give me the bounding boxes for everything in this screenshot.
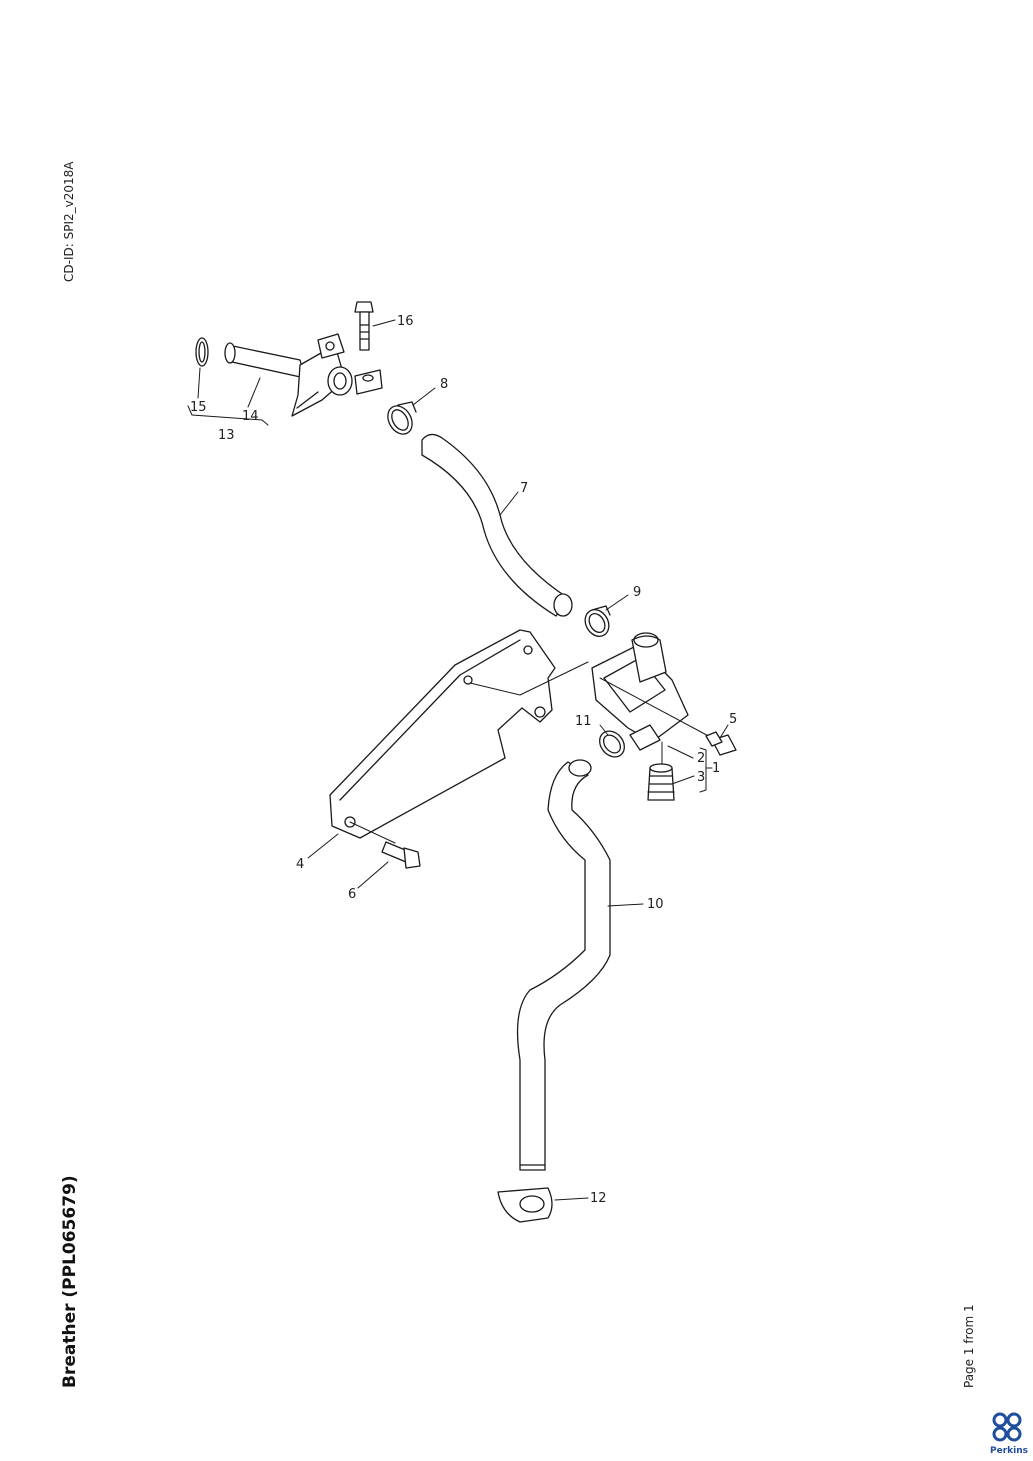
callout-6: 6 [348,887,356,902]
callout-4: 4 [296,857,304,872]
callout-8: 8 [440,377,448,392]
hose-clamp-11 [599,730,625,758]
grommet-12 [497,1187,553,1223]
adapter-3 [647,763,675,801]
bolt-part-16 [354,301,383,395]
callout-7: 7 [520,481,528,496]
hose-clamp-9 [584,605,611,637]
upper-hose-7 [421,433,573,617]
callout-14: 14 [242,409,259,424]
bolt-part-6 [381,841,421,869]
callout-11: 11 [575,714,592,729]
callout-3: 3 [697,770,705,785]
lower-hose-10 [516,759,611,1171]
perkins-logo-icon [992,1412,1022,1442]
hose-clamp-8 [387,401,417,435]
breather-pipe-part [224,333,353,417]
brand-name: Perkins [990,1446,1028,1456]
o-ring-part [195,337,209,367]
callout-15: 15 [190,400,207,415]
callout-16: 16 [397,314,414,329]
callout-12: 12 [590,1191,607,1206]
callout-1: 1 [712,761,720,776]
breather-housing-1 [591,632,689,751]
callout-2: 2 [697,751,705,766]
leader-lines [187,319,729,1201]
callout-13: 13 [218,428,235,443]
bracket-4 [329,629,556,839]
callout-5: 5 [729,712,737,727]
callout-10: 10 [647,897,664,912]
bolt-part-5 [705,731,737,756]
callout-9: 9 [633,585,641,600]
